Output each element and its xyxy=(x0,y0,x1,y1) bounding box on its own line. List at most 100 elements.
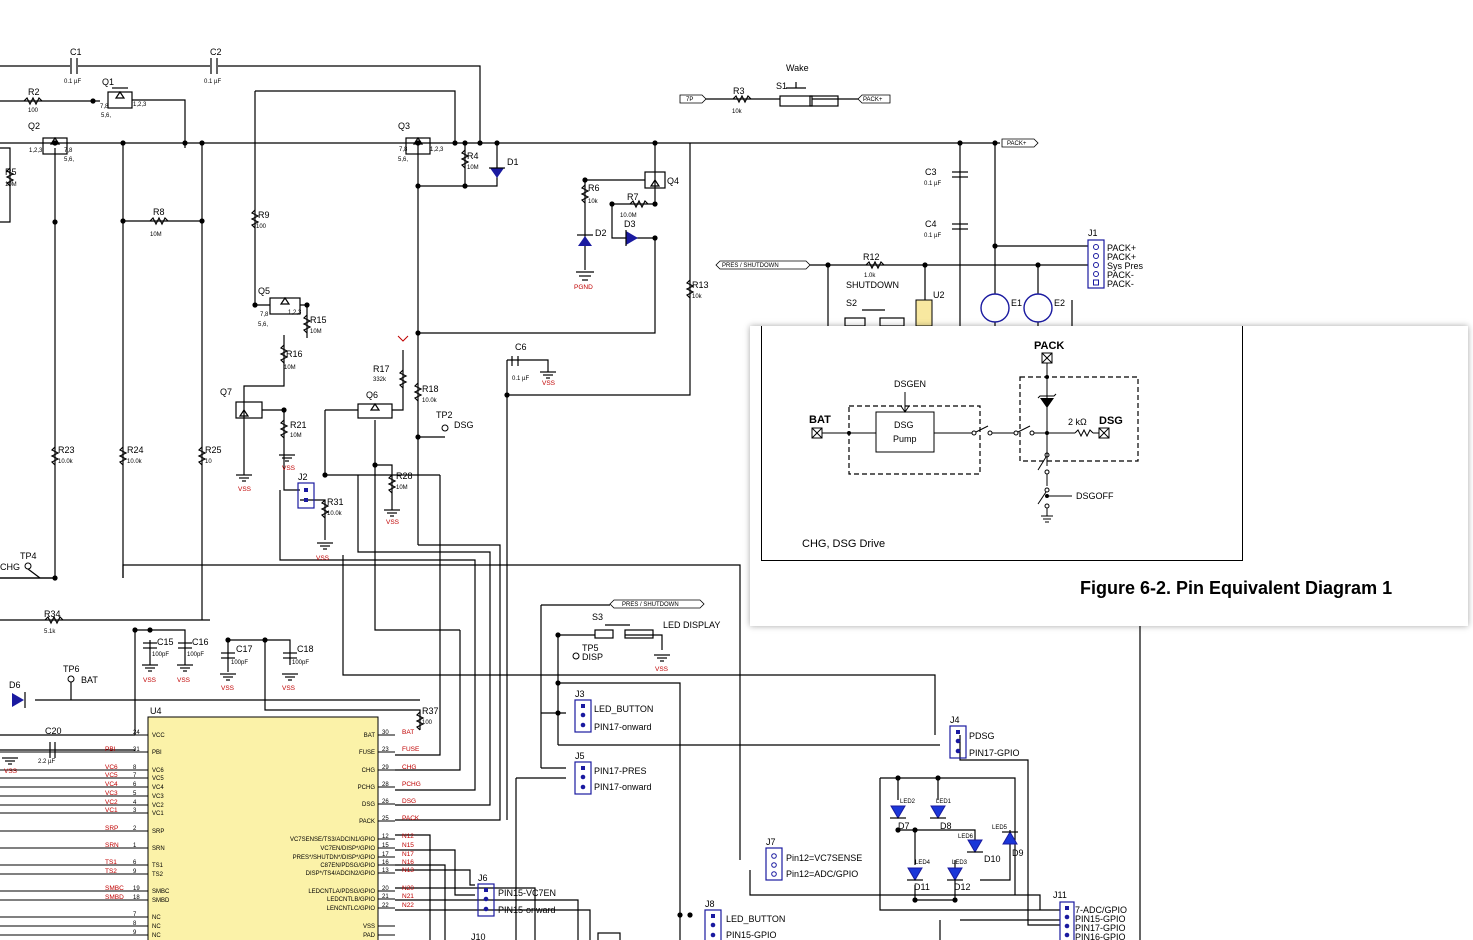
resistor-r28: R28 10M xyxy=(387,471,413,494)
led5-label: LED5 xyxy=(992,825,1008,831)
e1-label: E1 xyxy=(1011,298,1022,308)
c15-label: C15 xyxy=(157,637,174,647)
c20-value: 2.2 µF xyxy=(38,759,55,765)
c17-value: 100pF xyxy=(231,660,248,666)
u4-right-pin-num: 15 xyxy=(382,843,389,849)
u4-right-pin-net: PCHG xyxy=(402,781,421,788)
diode-d3: D3 xyxy=(624,219,638,246)
d3-label: D3 xyxy=(624,219,636,229)
c1-value: 0.1 µF xyxy=(64,79,81,85)
r34-label: R34 xyxy=(44,609,61,619)
led2-label: LED2 xyxy=(900,799,916,805)
j6-pin1: PIN15-VC7EN xyxy=(498,888,556,898)
c6-label: C6 xyxy=(515,342,527,352)
u4-left-pin-net: VC3 xyxy=(105,790,118,797)
u4-right-pin-net: N20 xyxy=(402,885,414,892)
r5-value: 10M xyxy=(5,182,17,188)
u4-right-pin-net: N17 xyxy=(402,851,414,858)
resistor-r21: R21 10M xyxy=(279,419,307,439)
q5-pins-a: 7,8 xyxy=(260,312,269,318)
junction-dots xyxy=(52,98,1041,918)
pump-label-line2: Pump xyxy=(893,434,917,444)
j8-label: J8 xyxy=(705,899,715,909)
c6-value: 0.1 µF xyxy=(512,376,529,382)
c17-label: C17 xyxy=(236,644,253,654)
u4-left-pin-net: PBI xyxy=(105,746,116,753)
u4-right-pin: VSS xyxy=(363,924,395,930)
j1-pin3: Sys Pres xyxy=(1107,261,1144,271)
u4-label: U4 xyxy=(150,706,162,716)
capacitor-c16: C16 100pF xyxy=(178,637,209,658)
c18-value: 100pF xyxy=(292,660,309,666)
net-pres-shutdown-2: PRES / SHUTDOWN xyxy=(622,602,679,608)
u4-left-pin-name: VC5 xyxy=(152,776,164,782)
vss-label-2: VSS xyxy=(238,486,252,493)
r15-value: 10M xyxy=(310,329,322,335)
vss-label-8: VSS xyxy=(221,685,235,692)
ground-symbols: VSS VSS VSS VSS VSS VSS VSS VSS VSS VSS … xyxy=(2,371,670,775)
capacitor-c2: C2 0.1 µF xyxy=(204,47,222,85)
switch-s1: 7P R3 10k S1 Wake PACK+ xyxy=(679,63,891,115)
connector-j7: J7 Pin12=VC7SENSE Pin12=ADC/GPIO xyxy=(765,837,862,881)
pump-label-line1: DSG xyxy=(894,420,914,430)
u4-left-pin-num: 3 xyxy=(133,808,137,814)
u4-right-pin-net: N21 xyxy=(402,893,414,900)
q1-label: Q1 xyxy=(102,77,114,87)
r9-value: 100 xyxy=(256,224,267,230)
d8-label: D8 xyxy=(940,821,952,831)
u4-right-pin-num: 16 xyxy=(382,860,389,866)
pgnd-label: PGND xyxy=(574,284,593,291)
r31-value: 10.0k xyxy=(327,511,343,517)
u4-left-pin-num: 24 xyxy=(133,730,140,736)
e2-label: E2 xyxy=(1054,298,1065,308)
c2-label: C2 xyxy=(210,47,222,57)
pin-equivalent-diagram-popup: BAT DSG Pump DSGEN xyxy=(750,326,1468,626)
u4-left-pin-net: TS1 xyxy=(105,859,117,866)
connector-j6: J6 PIN15-VC7EN PIN15-onward xyxy=(477,873,556,917)
net-pack-plus: PACK+ xyxy=(863,97,883,103)
u4-left-pin-num: 6 xyxy=(133,782,137,788)
d9-label: D9 xyxy=(1012,848,1024,858)
r6-value: 10k xyxy=(588,199,599,205)
u4-right-pin-num: 30 xyxy=(382,730,389,736)
u4-left-pin-num: 2 xyxy=(133,826,137,832)
resistor-r31: R31 10.0k xyxy=(320,497,344,519)
u4-left-pin-net: VC4 xyxy=(105,781,118,788)
q3-pins-a: 7,8 xyxy=(399,147,408,153)
u4-left-pin-name: TS2 xyxy=(152,872,164,878)
mosfet-q6: Q6 xyxy=(357,390,393,419)
d10-label: D10 xyxy=(984,854,1001,864)
resistor-r5: R5 10M xyxy=(5,167,17,188)
mosfet-q4: Q4 xyxy=(644,171,679,189)
j11-pin4: PIN16-GPIO xyxy=(1075,932,1126,940)
u4-right-pin-name: PRES*/SHUTDN*/DISP*/GPIO xyxy=(293,855,376,861)
led-d8: LED1 D8 xyxy=(930,799,952,831)
resistor-r37: R37 100 xyxy=(415,706,439,731)
r28-value: 10M xyxy=(396,485,408,491)
u4-right-pin-num: 26 xyxy=(382,799,389,805)
resistor-r17: R17 332k xyxy=(373,335,409,389)
r9-label: R9 xyxy=(258,210,270,220)
mosfet-q3: Q3 7,8 1,2,3 5,6, xyxy=(398,121,444,163)
u4-left-pin-name: SMBC xyxy=(152,889,170,895)
vss-label-9: VSS xyxy=(282,685,296,692)
led1-label: LED1 xyxy=(936,799,952,805)
j6-label: J6 xyxy=(478,873,488,883)
connector-j1: J1 PACK+ PACK+ Sys Pres PACK- PACK- xyxy=(1087,228,1144,289)
j2-label: J2 xyxy=(298,472,308,482)
box-caption: CHG, DSG Drive xyxy=(802,538,886,550)
u4-right-pin-num: 21 xyxy=(382,894,389,900)
j1-pin4: PACK- xyxy=(1107,270,1134,280)
r18-label: R18 xyxy=(422,384,439,394)
